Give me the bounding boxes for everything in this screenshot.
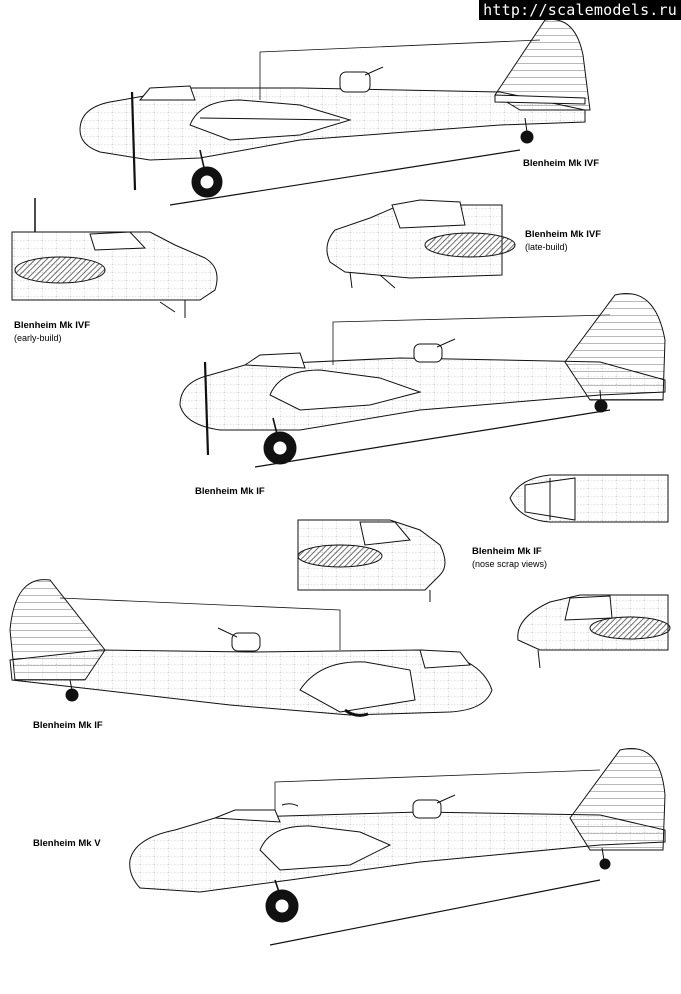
- caption-title: Blenheim Mk IVF: [523, 158, 600, 169]
- scrap-mk1f-nose-top: [509, 474, 669, 523]
- site-watermark: http://scalemodels.ru: [479, 0, 681, 20]
- scrap-mk4f-late-nose: [326, 199, 516, 289]
- scrap-mk4f-early-nose: [11, 198, 218, 318]
- caption-mk1f-lower: Blenheim Mk IF: [33, 720, 103, 732]
- caption-title: Blenheim Mk IVF: [525, 229, 602, 240]
- caption-mk4f-late: Blenheim Mk IVF (late-build): [525, 229, 601, 253]
- caption-title: Blenheim Mk V: [33, 838, 101, 849]
- caption-title: Blenheim Mk IF: [472, 546, 542, 557]
- profile-mk1f-upper: [179, 293, 666, 468]
- profile-mk1f-lower: [9, 579, 493, 717]
- caption-title: Blenheim Mk IF: [33, 720, 103, 731]
- caption-mk5: Blenheim Mk V: [33, 838, 101, 850]
- caption-mk4f-early: Blenheim Mk IVF (early-build): [14, 320, 90, 344]
- caption-subtitle: (early-build): [14, 333, 62, 343]
- caption-mk1f-upper: Blenheim Mk IF: [195, 486, 265, 498]
- caption-mk1f-nose: Blenheim Mk IF (nose scrap views): [472, 546, 547, 570]
- caption-subtitle: (nose scrap views): [472, 559, 548, 569]
- caption-title: Blenheim Mk IVF: [14, 320, 91, 331]
- profile-mk4f: [79, 18, 591, 206]
- scrap-mk1f-nose-side2: [517, 594, 671, 669]
- scrap-mk1f-nose-side: [297, 519, 446, 602]
- profile-mk5: [129, 748, 666, 946]
- caption-title: Blenheim Mk IF: [195, 486, 265, 497]
- caption-mk4f: Blenheim Mk IVF: [523, 158, 599, 170]
- caption-subtitle: (late-build): [525, 242, 568, 252]
